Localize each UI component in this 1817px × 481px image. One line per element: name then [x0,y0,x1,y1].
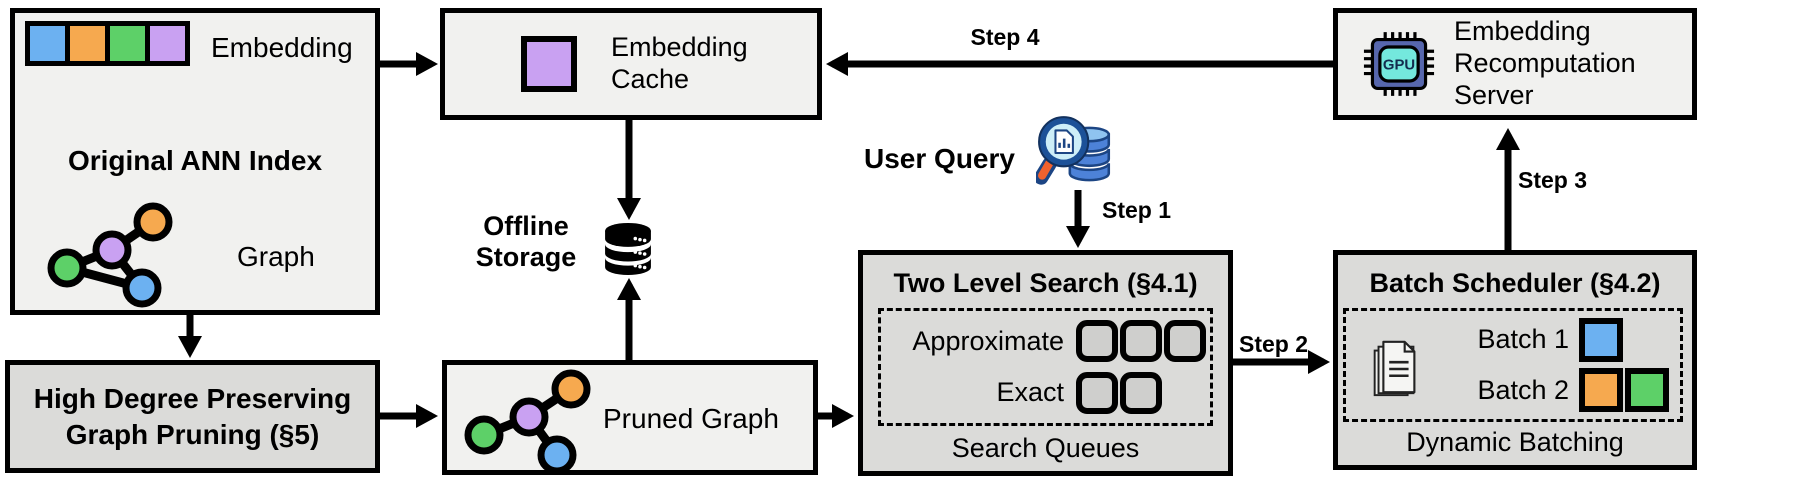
graph-pruning-box: High Degree Preserving Graph Pruning (§5… [5,360,380,473]
embedding-cell-purple [150,26,185,61]
exact-label: Exact [996,377,1064,408]
graph-label: Graph [237,241,315,272]
dynamic-batching-panel: Batch 1 Batch 2 [1343,308,1683,422]
batch-2-items [1579,368,1669,413]
pruned-graph-icon [464,369,591,475]
documents-icon [1373,340,1416,397]
batch-scheduler-title: Batch Scheduler (§4.2) [1369,268,1661,298]
cached-embedding-icon [521,36,577,92]
embedding-cell-green [110,26,150,61]
dynamic-batching-caption: Dynamic Batching [1406,427,1624,457]
offline-storage-label: Offline Storage [475,211,577,272]
queue-slot-icon [1120,320,1162,363]
recomputation-server-title: Embedding Recomputation Server [1454,16,1636,110]
batch-item-orange [1579,368,1623,413]
step-3-label: Step 3 [1518,167,1588,193]
ann-graph-icon [47,202,173,308]
queue-slot-icon [1076,371,1118,414]
queue-slot-icon [1120,371,1162,414]
batch-item-blue [1579,317,1623,362]
exact-queue-row: Exact [881,371,1210,414]
two-level-search-box: Two Level Search (§4.1) Approximate Exac… [858,250,1233,476]
search-queues-panel: Approximate Exact [878,308,1213,426]
embedding-cache-box: Embedding Cache [440,8,822,120]
step-4-label: Step 4 [970,24,1040,50]
batch-1-row: Batch 1 [1346,317,1680,362]
batch-2-label: Batch 2 [1477,374,1569,405]
embedding-cell-orange [70,26,110,61]
embedding-vector-icon [25,21,190,66]
batch-scheduler-box: Batch Scheduler (§4.2) Batch 1 Batch 2 [1333,250,1697,470]
step-1-label: Step 1 [1102,197,1172,223]
original-ann-index-title: Original ANN Index [67,145,323,176]
embedding-cache-title: Embedding Cache [611,32,748,94]
graph-pruning-title: High Degree Preserving Graph Pruning (§5… [33,382,352,450]
database-icon [605,222,651,276]
pruned-graph-box: Pruned Graph [442,360,818,475]
batch-2-row: Batch 2 [1346,368,1680,413]
queue-slot-icon [1076,320,1118,363]
embedding-cell-blue [30,26,70,61]
recomputation-server-box: GPU Embedding Recomputation Server [1333,8,1697,120]
user-query-label: User Query [864,143,1015,174]
queue-slot-icon [1164,320,1206,363]
exact-queue-slots [1076,371,1162,414]
step-2-label: Step 2 [1239,331,1309,357]
batch-1-items [1579,317,1623,362]
query-search-icon [1036,116,1111,185]
original-ann-index-box: Embedding Original ANN Index Graph [10,8,380,315]
search-queues-caption: Search Queues [951,433,1140,463]
gpu-text: GPU [1383,57,1415,73]
embedding-label: Embedding [211,32,353,63]
batch-item-green [1625,368,1669,413]
approximate-queue-slots [1076,320,1206,363]
approximate-queue-row: Approximate [881,320,1210,363]
batch-rows: Batch 1 Batch 2 [1346,311,1680,419]
gpu-chip-icon: GPU [1363,32,1435,96]
batch-1-label: Batch 1 [1477,324,1569,355]
two-level-search-title: Two Level Search (§4.1) [893,268,1198,298]
pruned-graph-label: Pruned Graph [603,403,779,434]
approximate-label: Approximate [912,325,1064,356]
